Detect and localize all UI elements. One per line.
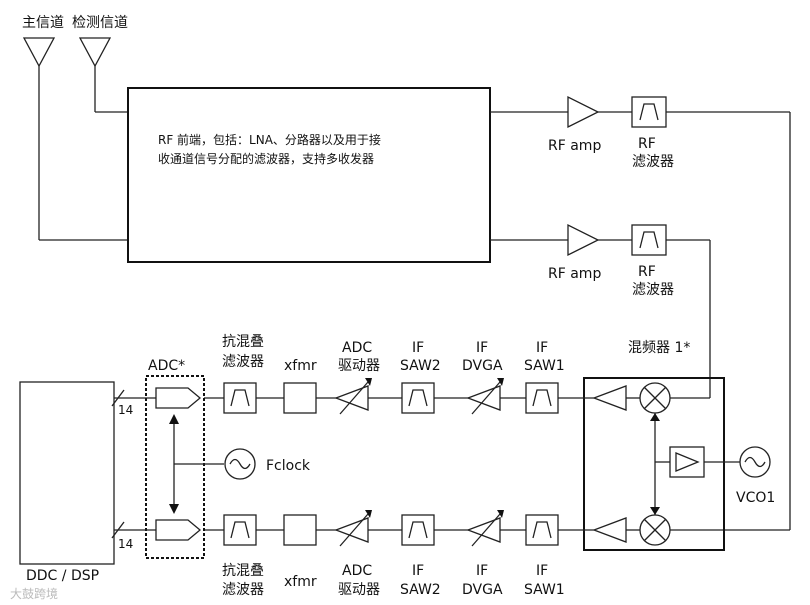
aa-filter-upper-label-1: 抗混叠: [222, 334, 264, 350]
arrow-up-icon: [650, 413, 660, 421]
arrow-down-icon: [169, 504, 179, 514]
adc-driver-upper-label-1: ADC: [342, 340, 372, 356]
aa-filter-lower-label-1: 抗混叠: [222, 563, 264, 579]
adc-driver-upper-label-2: 驱动器: [338, 358, 380, 374]
sine-icon: [744, 456, 766, 468]
bandpass-icon: [639, 103, 659, 121]
detect-antenna: [78, 37, 128, 113]
rf-filter-lower: [631, 224, 667, 256]
sine-icon: [229, 458, 251, 470]
if-saw1-lower-label-2: SAW1: [524, 582, 565, 598]
if-saw2-upper: [401, 382, 435, 414]
rf-frontend-text-line2: 收通道信号分配的滤波器，支持多收发器: [158, 151, 374, 166]
aa-filter-lower: [223, 514, 257, 546]
watermark-text: 大鼓跨境: [10, 586, 58, 601]
adc-lower-icon: [155, 519, 202, 541]
bandpass-icon: [639, 231, 659, 249]
arrow-down-icon: [650, 507, 660, 515]
bus-width-upper-label: 14: [118, 403, 133, 417]
adc-label: ADC*: [148, 358, 185, 374]
ddc-dsp-box: [19, 381, 115, 565]
dvga-lower-label-2: DVGA: [462, 582, 503, 598]
rf-amp-lower-label: RF amp: [548, 266, 601, 282]
dvga-lower-label-1: IF: [476, 563, 488, 579]
bandpass-icon: [408, 389, 428, 407]
bus-width-lower-label: 14: [118, 537, 133, 551]
if-saw2-lower: [401, 514, 435, 546]
adc-driver-upper-icon: [334, 385, 369, 411]
dvga-upper-label-2: DVGA: [462, 358, 503, 374]
rf-filter-upper-label-2: 滤波器: [632, 154, 674, 170]
bandpass-icon: [532, 389, 552, 407]
xfmr-upper-label: xfmr: [284, 358, 317, 374]
if-saw1-upper: [525, 382, 559, 414]
dvga-upper-icon: [466, 385, 501, 411]
mixer-box: [583, 377, 725, 551]
bandpass-icon: [408, 521, 428, 539]
bandpass-icon: [532, 521, 552, 539]
rf-filter-lower-label-2: 滤波器: [632, 282, 674, 298]
aa-filter-lower-label-2: 滤波器: [222, 582, 264, 598]
bandpass-icon: [230, 389, 250, 407]
main-channel-label: 主信道: [22, 15, 64, 31]
if-amp-lower-icon: [592, 517, 627, 543]
adc-driver-lower-icon: [334, 517, 369, 543]
dvga-upper-label-1: IF: [476, 340, 488, 356]
adc-driver-lower-label-1: ADC: [342, 563, 372, 579]
dvga-lower-icon: [466, 517, 501, 543]
if-saw1-upper-label-1: IF: [536, 340, 548, 356]
if-saw1-upper-label-2: SAW1: [524, 358, 565, 374]
arrow-up-icon: [169, 414, 179, 424]
if-saw2-lower-label-1: IF: [412, 563, 424, 579]
rf-filter-upper: [631, 96, 667, 128]
if-saw2-upper-label-1: IF: [412, 340, 424, 356]
xfmr-lower: [283, 514, 317, 546]
if-saw1-lower-label-1: IF: [536, 563, 548, 579]
if-amp-upper-icon: [592, 385, 627, 411]
aa-filter-upper-label-2: 滤波器: [222, 354, 264, 370]
rf-amp-upper-label: RF amp: [548, 138, 601, 154]
rf-frontend-box: [127, 87, 491, 263]
rf-amp-upper-icon: [567, 95, 600, 129]
aa-filter-upper: [223, 382, 257, 414]
fclock-label: Fclock: [266, 458, 311, 474]
ddc-dsp-label: DDC / DSP: [26, 568, 99, 584]
bandpass-icon: [230, 521, 250, 539]
adc-upper-icon: [155, 387, 202, 409]
xfmr-lower-label: xfmr: [284, 574, 317, 590]
adc-driver-lower-label-2: 驱动器: [338, 582, 380, 598]
rf-filter-upper-label-1: RF: [638, 136, 656, 152]
main-antenna: [22, 37, 128, 241]
xfmr-upper: [283, 382, 317, 414]
lo-buffer-icon: [675, 452, 700, 472]
if-saw2-upper-label-2: SAW2: [400, 358, 441, 374]
detect-channel-label: 检测信道: [72, 15, 128, 31]
rf-amp-lower-icon: [567, 223, 600, 257]
if-saw1-lower: [525, 514, 559, 546]
rf-filter-lower-label-1: RF: [638, 264, 656, 280]
mixer-label: 混频器 1*: [628, 340, 690, 356]
rf-frontend-text-line1: RF 前端，包括：LNA、分路器以及用于接: [158, 132, 381, 147]
vco-label: VCO1: [736, 490, 775, 506]
if-saw2-lower-label-2: SAW2: [400, 582, 441, 598]
